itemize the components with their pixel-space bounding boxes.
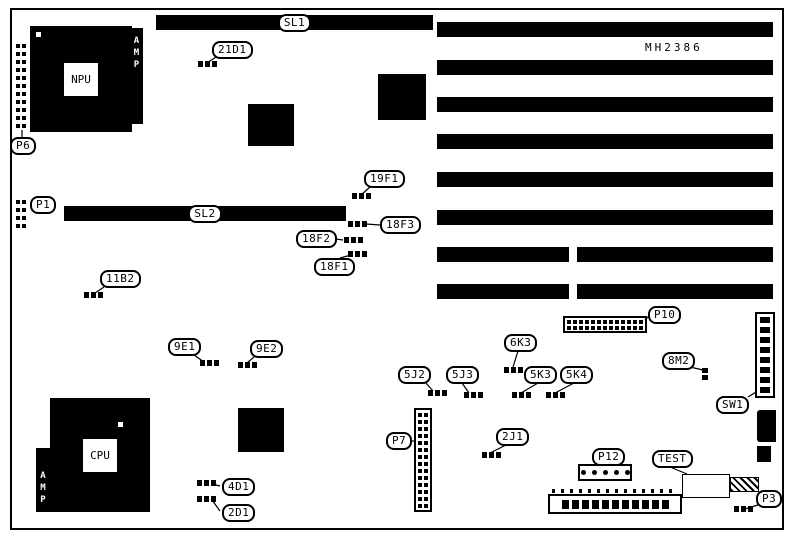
expansion-slot-2	[437, 60, 773, 75]
cpu-pin1-dot	[118, 422, 123, 427]
amp-bottom-connector: AMP	[36, 448, 50, 512]
label-9e1: 9E1	[168, 338, 202, 356]
label-19f1: 19F1	[364, 170, 405, 188]
power-header-pins	[552, 489, 678, 493]
jumper-5j2	[428, 390, 447, 396]
label-5j2: 5J2	[398, 366, 432, 384]
label-11b2: 11B2	[100, 270, 141, 288]
power-header	[548, 494, 682, 514]
expansion-slot-8-right	[577, 284, 773, 299]
jumper-5k3	[512, 392, 531, 398]
jumper-21d1	[198, 61, 217, 67]
p12-label: P12	[592, 448, 626, 466]
jumper-2d1	[197, 496, 216, 502]
ic-chip-1	[248, 104, 294, 146]
dip-switch-sw1	[755, 312, 775, 398]
expansion-slot-1	[437, 22, 773, 37]
label-5j3: 5J3	[446, 366, 480, 384]
sl2-label: SL2	[188, 204, 222, 223]
sl1-label: SL1	[277, 13, 312, 32]
npu-socket: NPU	[30, 26, 132, 132]
rear-connector-2	[757, 446, 771, 462]
amp-bottom-label: AMP	[38, 471, 48, 507]
ic-chip-2	[378, 74, 426, 120]
label-21d1: 21D1	[212, 41, 253, 59]
p3-label: P3	[756, 490, 783, 508]
expansion-slot-4	[437, 134, 773, 149]
p7-connector	[414, 408, 432, 512]
p10-label: P10	[648, 306, 682, 324]
p3-connector	[734, 506, 753, 512]
label-5k3: 5K3	[524, 366, 558, 384]
slot-sl1: SL1	[156, 13, 433, 32]
test-pad	[682, 474, 730, 498]
p12-connector	[578, 464, 632, 481]
label-2d1: 2D1	[222, 504, 256, 522]
jumper-8m2	[702, 368, 708, 380]
label-2j1: 2J1	[496, 428, 530, 446]
label-6k3: 6K3	[504, 334, 538, 352]
jumper-11b2	[84, 292, 103, 298]
expansion-slot-7-left	[437, 247, 569, 262]
jumper-18f2	[344, 237, 363, 243]
slot-sl2: SL2	[64, 204, 346, 223]
amp-top-connector: AMP	[130, 28, 143, 124]
npu-pin1-dot	[36, 32, 41, 37]
label-5k4: 5K4	[560, 366, 594, 384]
label-8m2: 8M2	[662, 352, 696, 370]
p1-label: P1	[30, 196, 57, 214]
amp-top-label: AMP	[131, 36, 142, 72]
part-number: MH2386	[645, 41, 703, 54]
jumper-2j1	[482, 452, 501, 458]
hatch-block	[730, 477, 759, 492]
expansion-slot-5	[437, 172, 773, 187]
jumper-18f3	[348, 221, 367, 227]
expansion-slot-6	[437, 210, 773, 225]
p7-label: P7	[386, 432, 413, 450]
p10-connector	[563, 316, 647, 333]
test-label: TEST	[652, 450, 693, 468]
jumper-9e1	[200, 360, 219, 366]
p6-connector	[16, 44, 26, 128]
rear-connector-1	[757, 410, 776, 442]
cpu-socket: CPU	[50, 398, 150, 512]
p1-connector	[16, 200, 26, 228]
p6-label: P6	[10, 137, 37, 155]
label-9e2: 9E2	[250, 340, 284, 358]
label-18f3: 18F3	[380, 216, 421, 234]
jumper-19f1	[352, 193, 371, 199]
label-18f1: 18F1	[314, 258, 355, 276]
jumper-4d1	[197, 480, 216, 486]
jumper-9e2	[238, 362, 257, 368]
ic-chip-3	[238, 408, 284, 452]
cpu-label: CPU	[82, 437, 118, 473]
jumper-6k3	[504, 367, 523, 373]
expansion-slot-7-right	[577, 247, 773, 262]
sw1-label: SW1	[716, 396, 750, 414]
jumper-18f1	[348, 251, 367, 257]
expansion-slot-3	[437, 97, 773, 112]
jumper-5k4	[546, 392, 565, 398]
expansion-slot-8-left	[437, 284, 569, 299]
jumper-5j3	[464, 392, 483, 398]
npu-label: NPU	[63, 61, 99, 97]
label-4d1: 4D1	[222, 478, 256, 496]
label-18f2: 18F2	[296, 230, 337, 248]
